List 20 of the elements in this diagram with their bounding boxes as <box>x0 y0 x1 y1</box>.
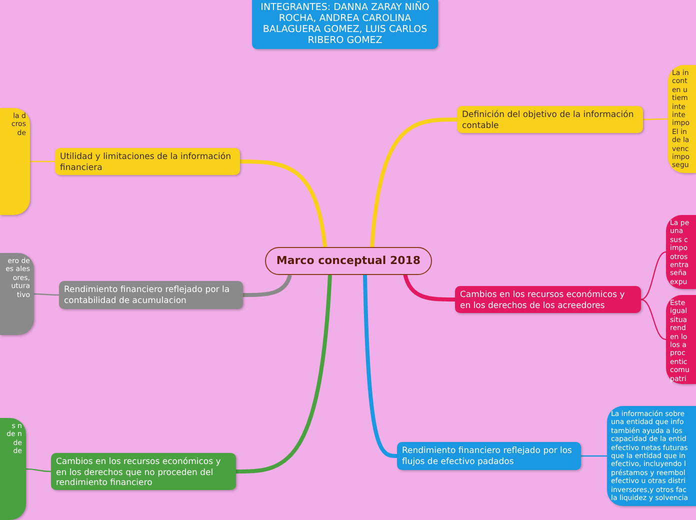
topic-box: Rendimiento financiero reflejado por la contabilidad de acumulacion <box>59 281 243 309</box>
central-topic-box: Marco conceptual 2018 <box>265 247 432 275</box>
branch-line <box>403 273 455 302</box>
branch-line <box>30 160 55 162</box>
branch-line <box>243 274 292 297</box>
branch-line <box>236 274 332 474</box>
branch-line <box>26 468 52 472</box>
team-members-box: INTEGRANTES: DANNA ZARAY NIÑO ROCHA, ANDREA CAROLINA BALAGUERA GOMEZ, LUIS CARLOS RIBERO GOMEZ <box>252 0 438 49</box>
branch-line <box>640 298 666 340</box>
branch-line <box>240 160 327 248</box>
branch-line <box>643 118 668 120</box>
topic-box: Utilidad y limitaciones de la información financiera <box>55 148 240 175</box>
branch-line <box>34 293 59 296</box>
branch-line <box>370 118 458 248</box>
topic-box: Cambios en los recursos económicos y en los derechos de los acreedores <box>455 286 641 313</box>
branch-line <box>581 455 607 457</box>
topic-box: Cambios en los recursos económicos y en los derechos que no proceden del rendimiento financiero <box>51 453 236 490</box>
topic-box: Rendimiento financiero reflejado por los flujos de efectivo padados <box>397 442 581 470</box>
topic-box: Definición del objetivo de la información contable <box>457 106 643 133</box>
branch-line <box>640 251 666 300</box>
